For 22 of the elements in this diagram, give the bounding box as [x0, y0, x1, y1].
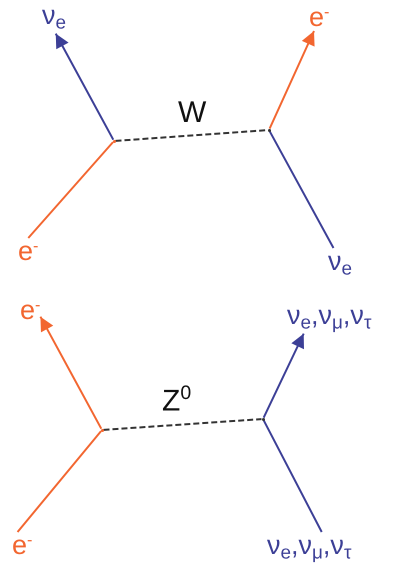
- fermion-arrow: [268, 30, 315, 130]
- boson-propagator: [103, 418, 262, 431]
- particle-label: e$^{-}$: [20, 297, 40, 324]
- particle-label: ν$_{e}$,ν$_{μ}$,ν$_{τ}$: [287, 302, 372, 334]
- fermion-line: [262, 420, 323, 532]
- particle-label: e$^{-}$: [18, 238, 38, 265]
- interaction-vertex: [262, 418, 264, 420]
- interaction-vertex: [100, 428, 104, 432]
- fermion-line: [268, 130, 334, 248]
- particle-label: ν$_{e}$: [328, 248, 352, 280]
- interaction-vertex: [268, 128, 270, 132]
- particle-label: ν$_{e}$: [42, 2, 66, 34]
- fermion-arrow: [262, 333, 305, 418]
- particle-label: ν$_{e}$,ν$_{μ}$,ν$_{τ}$: [267, 532, 352, 564]
- interaction-vertex: [112, 140, 116, 142]
- boson-propagator: [115, 129, 268, 142]
- fermion-arrow: [54, 33, 114, 140]
- fermion-line: [16, 430, 102, 533]
- fermion-line: [28, 141, 114, 239]
- particle-label: e$^{-}$: [12, 532, 32, 559]
- particle-label: e$^{-}$: [309, 4, 330, 31]
- fermion-arrow: [40, 316, 102, 430]
